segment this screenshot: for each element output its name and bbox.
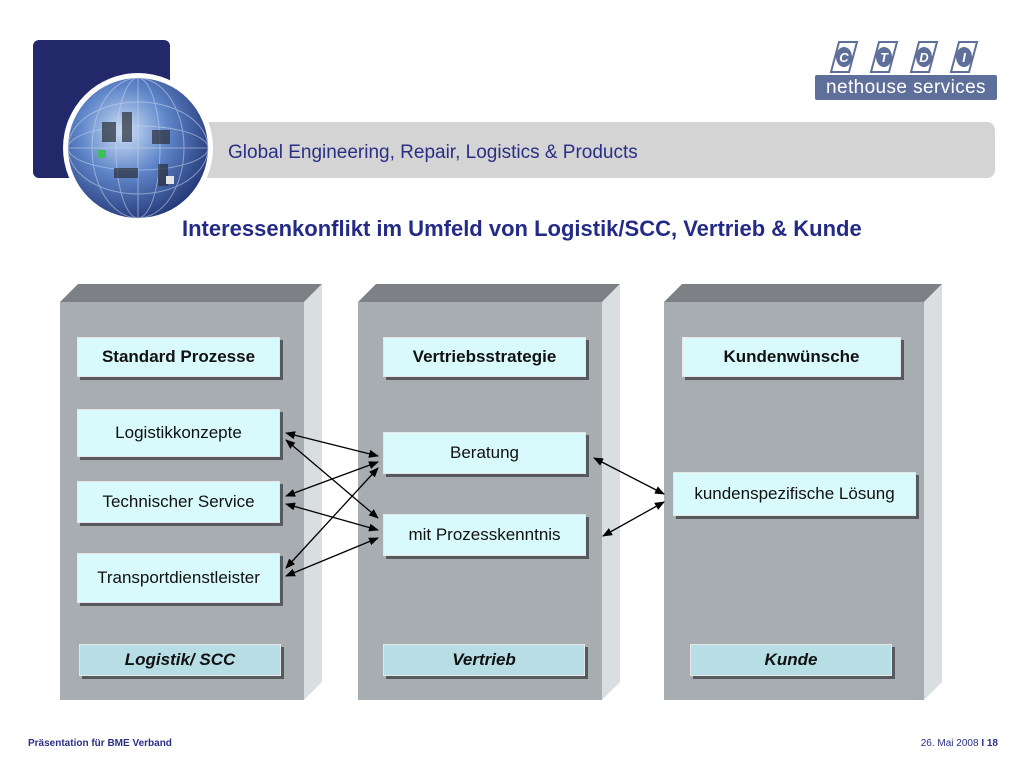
footer-vertrieb: Vertrieb bbox=[383, 644, 585, 676]
logo-letter-i: I bbox=[962, 50, 966, 65]
arrow-beratung-kunde bbox=[593, 457, 665, 495]
logo-letter-t: T bbox=[880, 50, 889, 65]
arrow-technik-prozess bbox=[285, 502, 379, 532]
logo-bar bbox=[815, 75, 997, 100]
box-transportdienstleister: Transportdienstleister bbox=[77, 553, 280, 603]
header-kundenwuensche: Kundenwünsche bbox=[682, 337, 901, 377]
footer-page-number: 18 bbox=[986, 738, 998, 749]
footer-separator: I bbox=[981, 738, 985, 749]
footer-date-page: 26. Mai 2008 I 18 bbox=[921, 738, 998, 749]
header-standard-prozesse: Standard Prozesse bbox=[77, 337, 280, 377]
arrow-transport-prozess bbox=[285, 537, 379, 577]
box-beratung: Beratung bbox=[383, 432, 586, 474]
logo-text: nethouse services bbox=[826, 77, 986, 98]
footer-date: 26. Mai 2008 bbox=[920, 738, 979, 749]
logo-letter-d: D bbox=[919, 50, 929, 65]
footer-presentation-label: Präsentation für BME Verband bbox=[28, 738, 172, 749]
box-kundenspezifische-loesung: kundenspezifische Lösung bbox=[673, 472, 916, 516]
arrow-technik-beratung bbox=[285, 461, 379, 497]
box-mit-prozesskenntnis: mit Prozesskenntnis bbox=[383, 514, 586, 556]
footer-logistik-scc: Logistik/ SCC bbox=[79, 644, 281, 676]
globe-icon bbox=[63, 73, 213, 223]
arrow-prozess-kunde bbox=[602, 501, 665, 537]
slide-title: Interessenkonflikt im Umfeld von Logisti… bbox=[182, 216, 862, 241]
header-title: Global Engineering, Repair, Logistics & … bbox=[228, 142, 638, 163]
box-logistikkonzepte: Logistikkonzepte bbox=[77, 409, 280, 457]
logo-letter-c: C bbox=[839, 50, 849, 65]
footer-kunde: Kunde bbox=[690, 644, 892, 676]
ctdi-logo: C T D I bbox=[829, 41, 979, 73]
header-vertriebsstrategie: Vertriebsstrategie bbox=[383, 337, 586, 377]
arrow-transport-beratung bbox=[285, 467, 379, 569]
header-bar bbox=[175, 122, 995, 178]
box-technischer-service: Technischer Service bbox=[77, 481, 280, 523]
